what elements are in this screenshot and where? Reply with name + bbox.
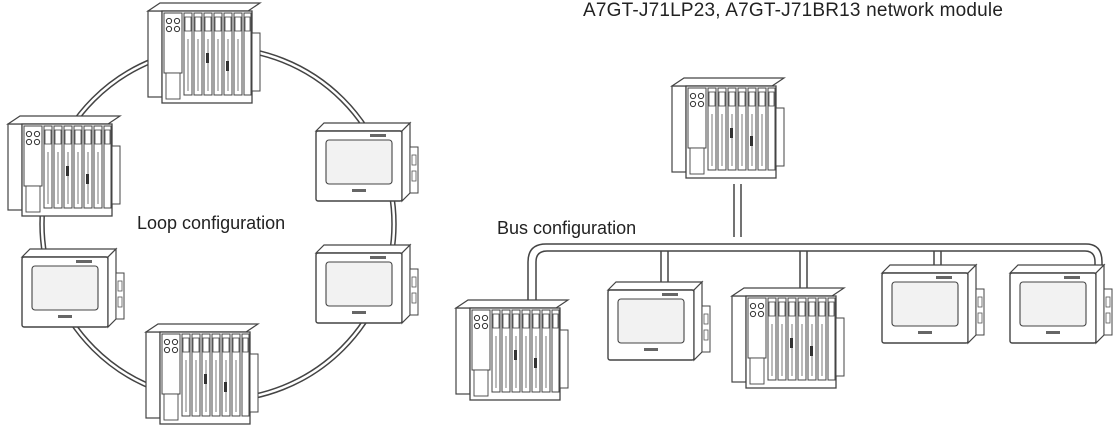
loop-plc-bottom <box>145 323 259 425</box>
loop-plc-left <box>7 115 121 217</box>
bus-plc-station-3 <box>731 287 845 389</box>
loop-got-left <box>21 248 125 328</box>
loop-configuration <box>7 2 419 425</box>
loop-got-right-lower <box>315 244 419 324</box>
bus-got-station-4 <box>881 264 985 344</box>
bus-plc-master <box>671 77 785 179</box>
loop-configuration-label: Loop configuration <box>137 213 286 233</box>
loop-plc-top <box>147 2 261 104</box>
loop-got-right-upper <box>315 122 419 202</box>
bus-configuration-label: Bus configuration <box>497 218 637 238</box>
module-title-label: A7GT-J71LP23, A7GT-J71BR13 network modul… <box>583 0 1004 21</box>
bus-configuration <box>455 77 1113 401</box>
bus-plc-station-1 <box>455 299 569 401</box>
bus-got-station-5 <box>1009 264 1113 344</box>
bus-got-station-2 <box>607 281 711 361</box>
